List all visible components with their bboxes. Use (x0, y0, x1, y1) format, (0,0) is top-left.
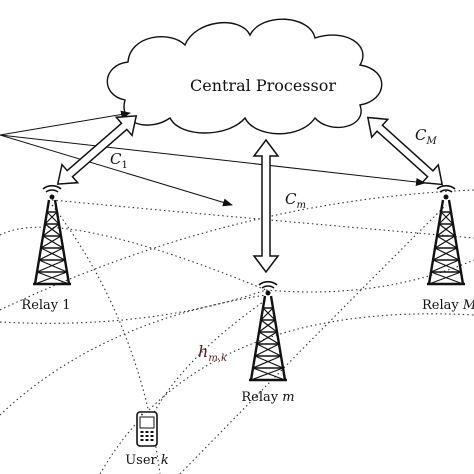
link-arrow-cm (252, 138, 280, 274)
user-label: User k (125, 453, 169, 468)
label-c1: C1 (110, 150, 128, 171)
label-cM: CM (415, 126, 437, 147)
link-arrow-cM (366, 116, 444, 186)
coverage-curve (99, 313, 474, 474)
link-arrow-c1 (56, 115, 138, 185)
channel-label: hm,k (198, 342, 227, 364)
coverage-curve (0, 294, 267, 416)
coverage-curve (0, 189, 474, 311)
coverage-curve (51, 204, 161, 474)
coverage-curve (0, 226, 267, 291)
coverage-curve (51, 199, 474, 239)
thin-arrow (0, 134, 233, 207)
relay-m-label: Relay m (241, 390, 294, 405)
coverage-curve (265, 259, 474, 293)
relay-1-label: Relay 1 (21, 298, 70, 313)
coverage-curve (179, 204, 447, 474)
thin-arrows (0, 110, 426, 207)
coverage-curve (149, 299, 267, 421)
fronthaul-arrows (56, 115, 444, 274)
relay-M-label: Relay M (422, 298, 474, 313)
user-phone-icon (136, 411, 158, 447)
central-processor-cloud (106, 18, 383, 135)
thin-arrow (0, 134, 426, 186)
label-cm: Cm (285, 190, 306, 211)
thin-arrow (0, 110, 131, 136)
relay-m-tower-icon (247, 280, 289, 382)
processor-label: Central Processor (190, 76, 336, 95)
dotted-links (0, 189, 474, 474)
